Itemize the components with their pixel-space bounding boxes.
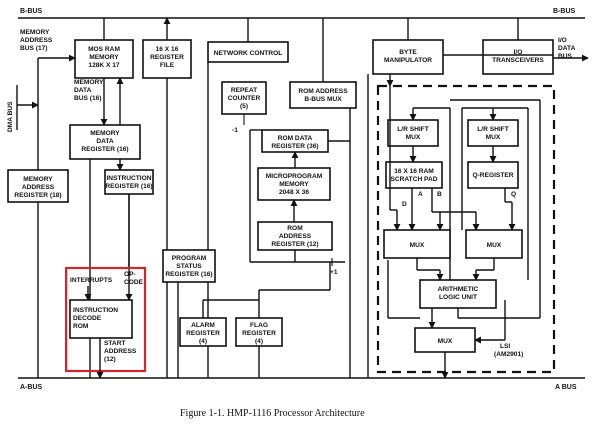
a-bus-right-label: A BUS (555, 384, 577, 391)
svg-text:NETWORK CONTROL: NETWORK CONTROL (214, 50, 283, 57)
svg-text:MUX: MUX (487, 242, 502, 249)
port-q-label: Q (511, 191, 516, 198)
output-mux-block: MUX (414, 327, 476, 353)
interrupts-label: INTERRUPTS (70, 277, 113, 284)
port-d-label: D (402, 201, 407, 208)
network-control-block: NETWORK CONTROL (207, 41, 289, 63)
b-bus-left-label: B-BUS (20, 8, 42, 15)
start-address-label: START ADDRESS (12) (104, 340, 138, 363)
op-code-label: OP- CODE (124, 271, 144, 286)
figure-caption: Figure 1-1. HMP-1116 Processor Architect… (180, 408, 365, 419)
memory-data-bus-label: MEMORY DATA BUS (16) (74, 79, 105, 102)
instruction-decode-highlight (64, 266, 147, 373)
memory-address-bus-label: MEMORY ADDRESS BUS (17) (20, 29, 54, 52)
lsi-am2901-region (376, 84, 556, 374)
io-data-bus-label: I/O DATA BUS (558, 37, 577, 60)
svg-text:MUX: MUX (410, 242, 425, 249)
q-register-block: Q-REGISTER (467, 161, 519, 189)
mux-left-block: MUX (383, 229, 451, 259)
b-bus-right-label: B-BUS (553, 8, 575, 15)
port-b-label: B (437, 191, 442, 198)
lsi-label: LSI (AM2901) (494, 343, 523, 358)
svg-text:MUX: MUX (438, 338, 453, 345)
svg-text:Q-REGISTER: Q-REGISTER (472, 172, 513, 179)
a-bus-left-label: A-BUS (20, 384, 42, 391)
mux-right-block: MUX (465, 229, 523, 259)
minus-one-label: -1 (232, 127, 238, 134)
port-a-label: A (418, 191, 423, 198)
plus-one-label: +1 (330, 269, 338, 276)
dma-bus-label: DMA BUS (7, 101, 14, 132)
